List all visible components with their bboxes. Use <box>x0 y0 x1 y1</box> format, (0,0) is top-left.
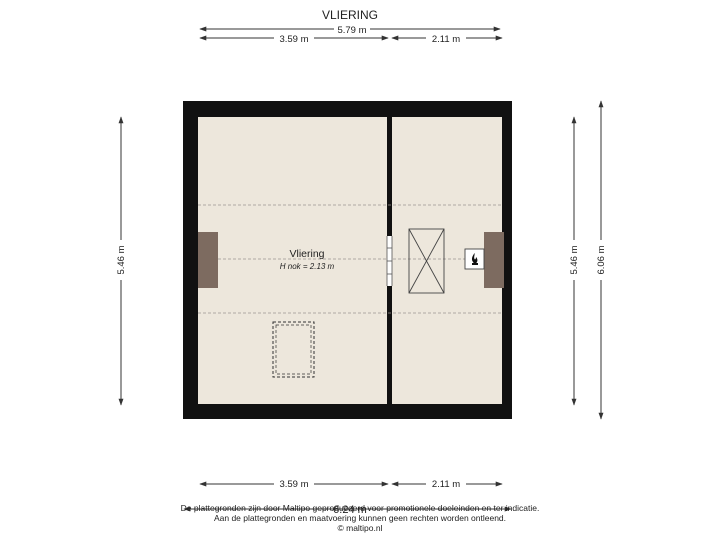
plan-title: VLIERING <box>322 8 378 22</box>
room-label: Vliering <box>289 248 324 260</box>
dim-label-left-height: 5.46 m <box>116 245 127 274</box>
dim-label-bottom-right: 2.11 m <box>432 479 460 490</box>
room-vliering-floor <box>198 117 387 404</box>
attic-hatch <box>408 228 445 294</box>
dim-label-bottom-left: 3.59 m <box>279 479 308 490</box>
dim-label-bottom-total: 6.24 m <box>333 504 367 516</box>
skylight <box>272 321 315 378</box>
wall-opening <box>386 236 393 286</box>
dim-label-top-right: 2.11 m <box>432 34 460 45</box>
footer-disclaimer: De plattegronden zijn door Maltipo gepro… <box>0 503 720 533</box>
room-ridge-height: H nok = 2.13 m <box>280 262 335 271</box>
footer-line-1: De plattegronden zijn door Maltipo gepro… <box>180 503 540 513</box>
dim-label-right-outer-height: 6.06 m <box>596 245 607 274</box>
boiler-icon <box>464 248 485 270</box>
dim-label-right-inner-height: 5.46 m <box>569 245 580 274</box>
roof-lines <box>198 204 502 314</box>
dim-label-top-total: 5.79 m <box>337 25 366 36</box>
chimney-right <box>484 232 504 288</box>
chimney-left <box>198 232 218 288</box>
dim-label-top-left: 3.59 m <box>279 34 308 45</box>
footer-line-3: © maltipo.nl <box>337 523 383 533</box>
footer-line-2: Aan de plattegronden en maatvoering kunn… <box>213 513 507 523</box>
